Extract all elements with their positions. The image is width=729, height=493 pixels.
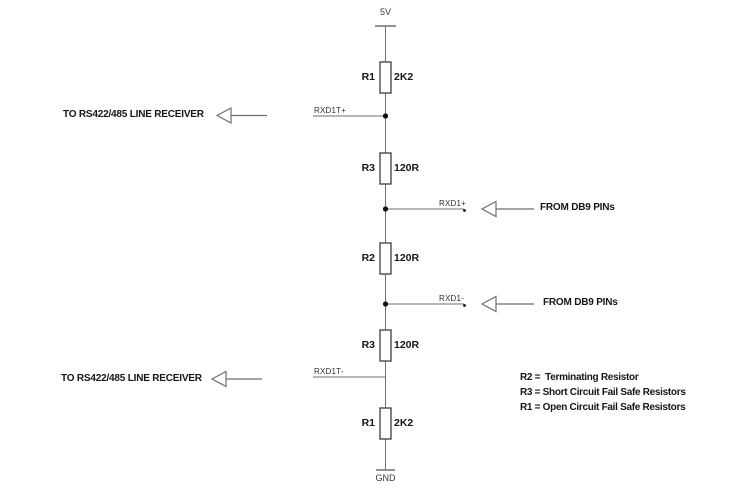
net-label-rxd1-plus: RXD1+ (439, 199, 467, 208)
resistor-value-r3-upper: 120R (394, 162, 420, 174)
annotation-right-bottom: FROM DB9 PINs (543, 297, 618, 308)
junction-dot-rxd1t-plus (382, 113, 389, 119)
ground-pin-label: GND (375, 473, 396, 483)
annotation-right-top: FROM DB9 PINs (540, 202, 615, 213)
resistor-body-r1-bottom (379, 407, 392, 440)
stub-end-dot-rxd1-plus (463, 209, 466, 212)
resistor-name-r3-upper: R3 (361, 162, 375, 174)
junction-dot-rxd1-minus (382, 301, 389, 307)
annotation-left-bottom: TO RS422/485 LINE RECEIVER (61, 373, 202, 384)
resistor-body-r1-top (379, 61, 392, 94)
resistor-body-r2 (379, 242, 392, 275)
power-pin-label: 5V (379, 7, 391, 17)
stub-end-dot-rxd1-minus (463, 304, 466, 307)
resistor-name-r2: R2 (361, 252, 375, 264)
resistor-body-r3-lower (379, 329, 392, 362)
resistor-value-r1-top: 2K2 (394, 71, 414, 83)
legend-line-r3: R3 = Short Circuit Fail Safe Resistors (520, 387, 686, 398)
resistor-name-r1-bottom: R1 (361, 417, 375, 429)
junction-dot-rxd1-plus (382, 206, 389, 212)
annotation-left-top: TO RS422/485 LINE RECEIVER (63, 109, 204, 120)
net-label-rxd1t-plus: RXD1T+ (314, 106, 347, 115)
resistor-value-r1-bottom: 2K2 (394, 417, 414, 429)
arrow-left-top-icon (215, 106, 267, 125)
net-label-rxd1-minus: RXD1- (439, 294, 465, 303)
resistor-name-r1-top: R1 (361, 71, 375, 83)
arrow-right-bottom-icon (480, 295, 534, 313)
arrow-right-top-icon (480, 200, 534, 218)
legend-line-r1: R1 = Open Circuit Fail Safe Resistors (520, 402, 686, 413)
resistor-value-r2: 120R (394, 252, 420, 264)
resistor-name-r3-lower: R3 (361, 339, 375, 351)
arrow-left-bottom-icon (210, 370, 262, 388)
resistor-value-r3-lower: 120R (394, 339, 420, 351)
legend-line-r2: R2 = Terminating Resistor (520, 372, 639, 383)
resistor-body-r3-upper (379, 152, 392, 185)
net-label-rxd1t-minus: RXD1T- (314, 367, 344, 376)
